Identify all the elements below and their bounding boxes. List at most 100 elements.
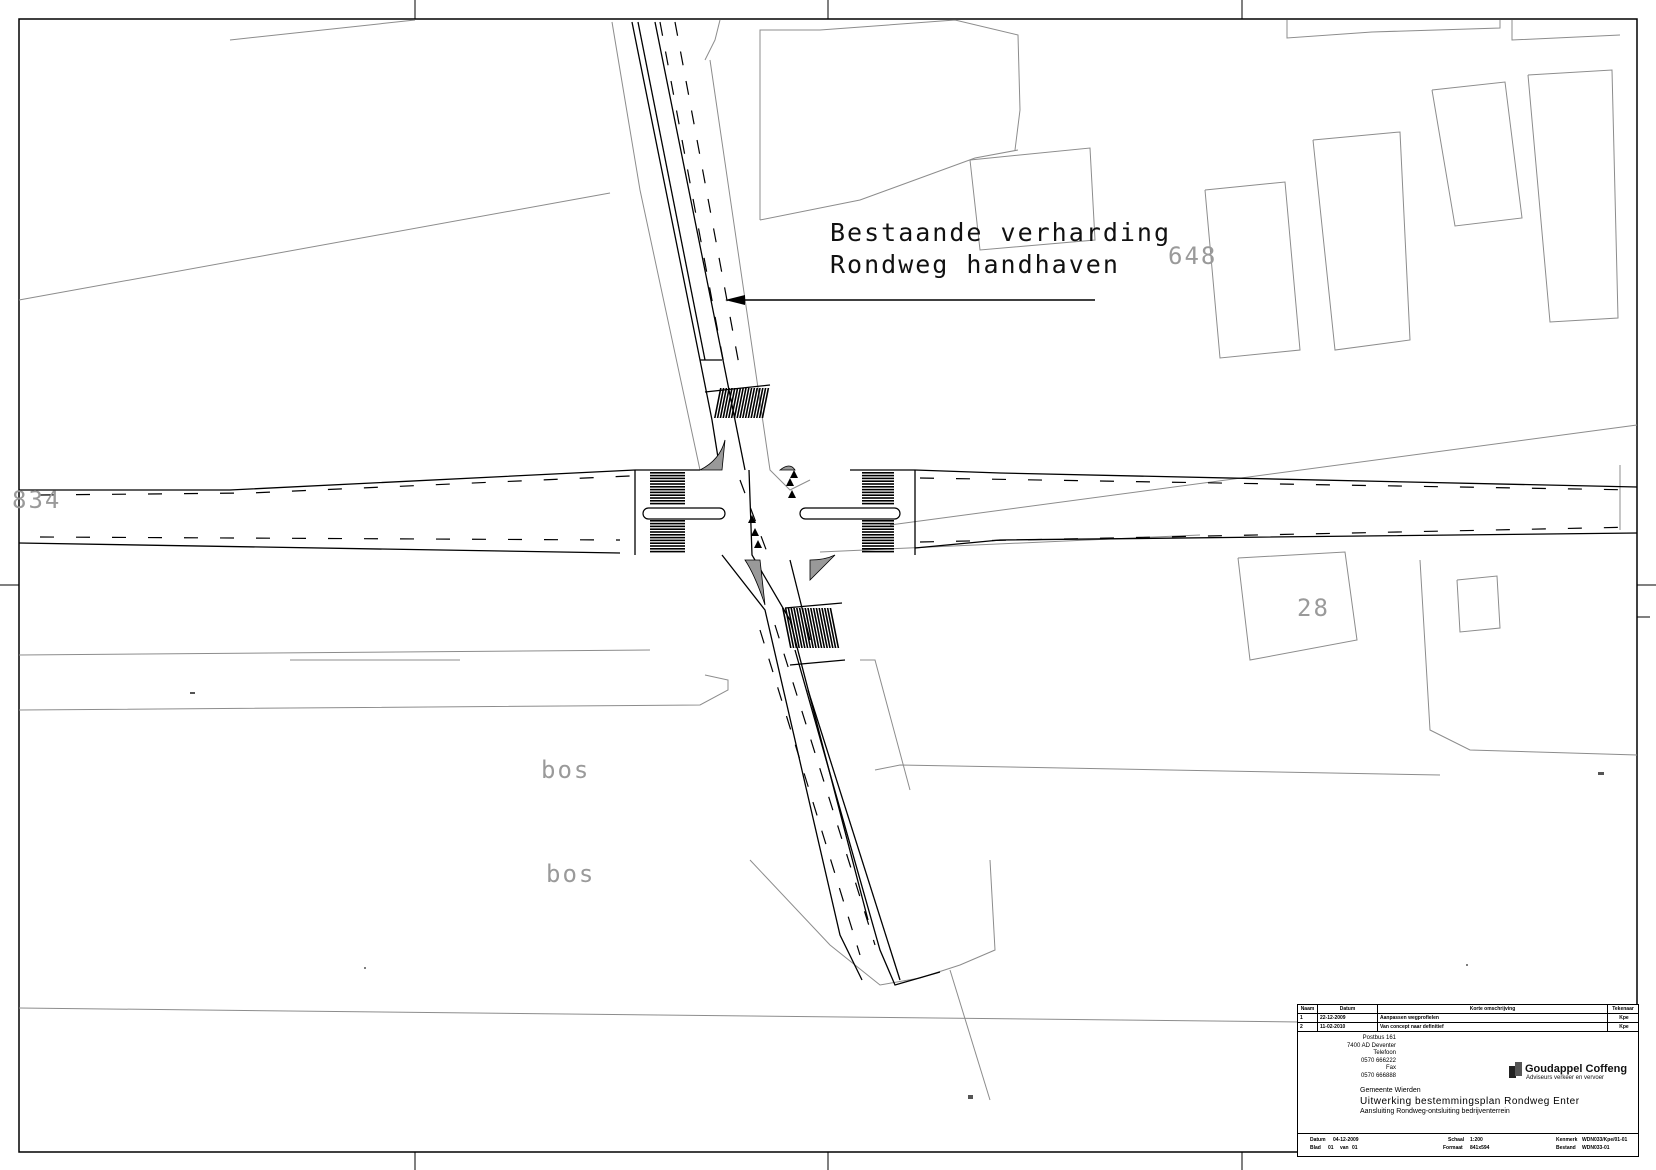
zebra-stripe [750,388,758,418]
zebra-stripe [862,536,894,539]
sheet-total: 01 [1352,1145,1358,1151]
zebra-stripe [761,388,770,418]
parcel-number-648: 648 [1168,242,1218,270]
zebra-stripe [862,472,894,474]
company-tagline: Adviseurs verkeer en vervoer [1526,1075,1605,1081]
drawing-date: 04-12-2009 [1333,1137,1359,1143]
annotation-line-2: Rondweg handhaven [830,250,1120,279]
zebra-stripe [862,545,894,547]
company-address: Postbus 161 7400 AD Deventer Telefoon 05… [1346,1035,1396,1079]
zebra-stripe [650,494,685,496]
zebra-stripe [714,388,722,418]
zebra-stripe [650,548,685,550]
zebra-stripe [862,483,894,485]
zebra-stripe [650,477,685,480]
zebra-stripe [862,500,894,502]
zebra-stripe [650,491,685,494]
zebra-stripe [862,494,894,496]
cross-road [18,469,1638,555]
zebra-stripe [812,608,823,648]
zebra-stripe [862,486,894,488]
zebra-stripe [730,388,739,418]
cross-road-lane-marking [39,475,1638,543]
zebra-stripe [758,388,767,418]
zebra-stripe [798,608,809,648]
zebra-stripe [862,488,894,491]
zebra-stripe [862,491,894,494]
zebra-stripe [650,539,685,542]
zebra-stripe [753,388,761,418]
zebra-stripe [650,528,685,530]
zebra-stripe [733,388,742,418]
zebra-stripe [862,474,894,477]
client-name: Gemeente Wierden [1360,1087,1421,1094]
zebra-stripe [807,608,817,648]
main-road-center-marking [659,21,876,956]
zebra-stripe [739,388,747,418]
zebra-stripe [862,525,894,528]
header-description: Korte omschrijving [1378,1005,1608,1013]
annotation-line-1: Bestaande verharding [830,218,1172,247]
zebra-stripe [650,488,685,491]
zebra-stripe [728,388,736,418]
zebra-stripe [824,608,834,648]
area-label-bos: bos [546,860,596,888]
zebra-stripe [787,608,798,648]
zebra-stripe [716,388,725,418]
zebra-stripe [815,608,826,648]
revision-row: 1 22-12-2009 Aanpassen wegprofielen Kpe [1298,1014,1638,1023]
zebra-stripe [796,608,806,648]
revision-header-row: Naam Datum Korte omschrijving Tekenaar [1298,1005,1638,1014]
header-nr: Naam [1298,1005,1318,1013]
zebra-stripe [862,534,894,536]
paper-format: 841x594 [1470,1145,1490,1151]
zebra-stripe [650,522,685,525]
annotation-leader [725,295,1095,305]
zebra-stripe [784,608,795,648]
file-name: WDN033-01 [1582,1145,1610,1151]
zebra-stripe [719,388,728,418]
zebra-stripe [736,388,744,418]
company-name: Goudappel Coffeng [1525,1063,1628,1075]
zebra-crossings [650,388,894,648]
zebra-stripe [862,520,894,522]
zebra-stripe [650,545,685,547]
drawing-subject: Aansluiting Rondweg-ontsluiting bedrijve… [1360,1108,1510,1115]
zebra-stripe [790,608,800,648]
survey-points [190,692,1604,1099]
zebra-stripe [650,520,685,522]
meta-divider [1298,1133,1638,1134]
median-islands [642,507,901,520]
corner-hatches [699,439,836,606]
zebra-stripe [650,502,685,505]
zebra-stripe [650,483,685,485]
zebra-stripe [862,497,894,499]
area-label-bos: bos [541,756,591,784]
parcel-number-834: 834 [12,486,62,514]
zebra-stripe [650,474,685,477]
zebra-stripe [862,539,894,542]
zebra-stripe [862,480,894,482]
sheet-number: 01 [1328,1145,1334,1151]
zebra-stripe [782,608,792,648]
zebra-stripe [862,522,894,525]
zebra-stripe [793,608,803,648]
header-date: Datum [1318,1005,1378,1013]
revision-row: 2 11-02-2010 Van concept naar definitief… [1298,1023,1638,1032]
zebra-stripe [747,388,756,418]
project-title: Uitwerking bestemmingsplan Rondweg Enter [1360,1096,1580,1107]
zebra-stripe [829,608,840,648]
title-block: Naam Datum Korte omschrijving Tekenaar 1… [1297,1004,1639,1157]
zebra-stripe [862,502,894,505]
zebra-stripe [722,388,730,418]
zebra-stripe [650,550,685,553]
zebra-stripe [862,542,894,544]
zebra-stripe [810,608,820,648]
zebra-stripe [826,608,837,648]
zebra-stripe [650,531,685,533]
zebra-stripe [650,486,685,488]
zebra-stripe [756,388,764,418]
zebra-stripe [650,472,685,474]
